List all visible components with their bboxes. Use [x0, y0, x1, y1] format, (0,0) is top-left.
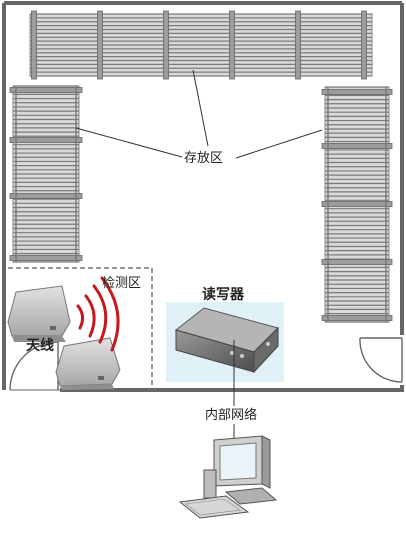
door-right [359, 337, 403, 383]
antenna-panel-icon [7, 285, 71, 342]
rack-top [29, 10, 373, 80]
storage-leader-lines [75, 69, 323, 159]
storage-zone-label: 存放区 [184, 151, 224, 166]
rack-right [321, 86, 393, 323]
detection-zone [8, 267, 153, 385]
antenna-label: 天线 [26, 338, 54, 354]
network-label: 内部网络 [205, 408, 258, 423]
storage-racks [9, 10, 393, 323]
rack-left [9, 85, 83, 263]
computer-icon [178, 435, 278, 519]
detection-zone-label: 检测区 [102, 276, 142, 291]
reader-label: 读写器 [202, 287, 244, 303]
signal-waves-icon [76, 276, 120, 352]
building-walls [2, 1, 404, 392]
antenna-panel-icon [55, 337, 121, 390]
reader-device-icon [166, 302, 284, 382]
